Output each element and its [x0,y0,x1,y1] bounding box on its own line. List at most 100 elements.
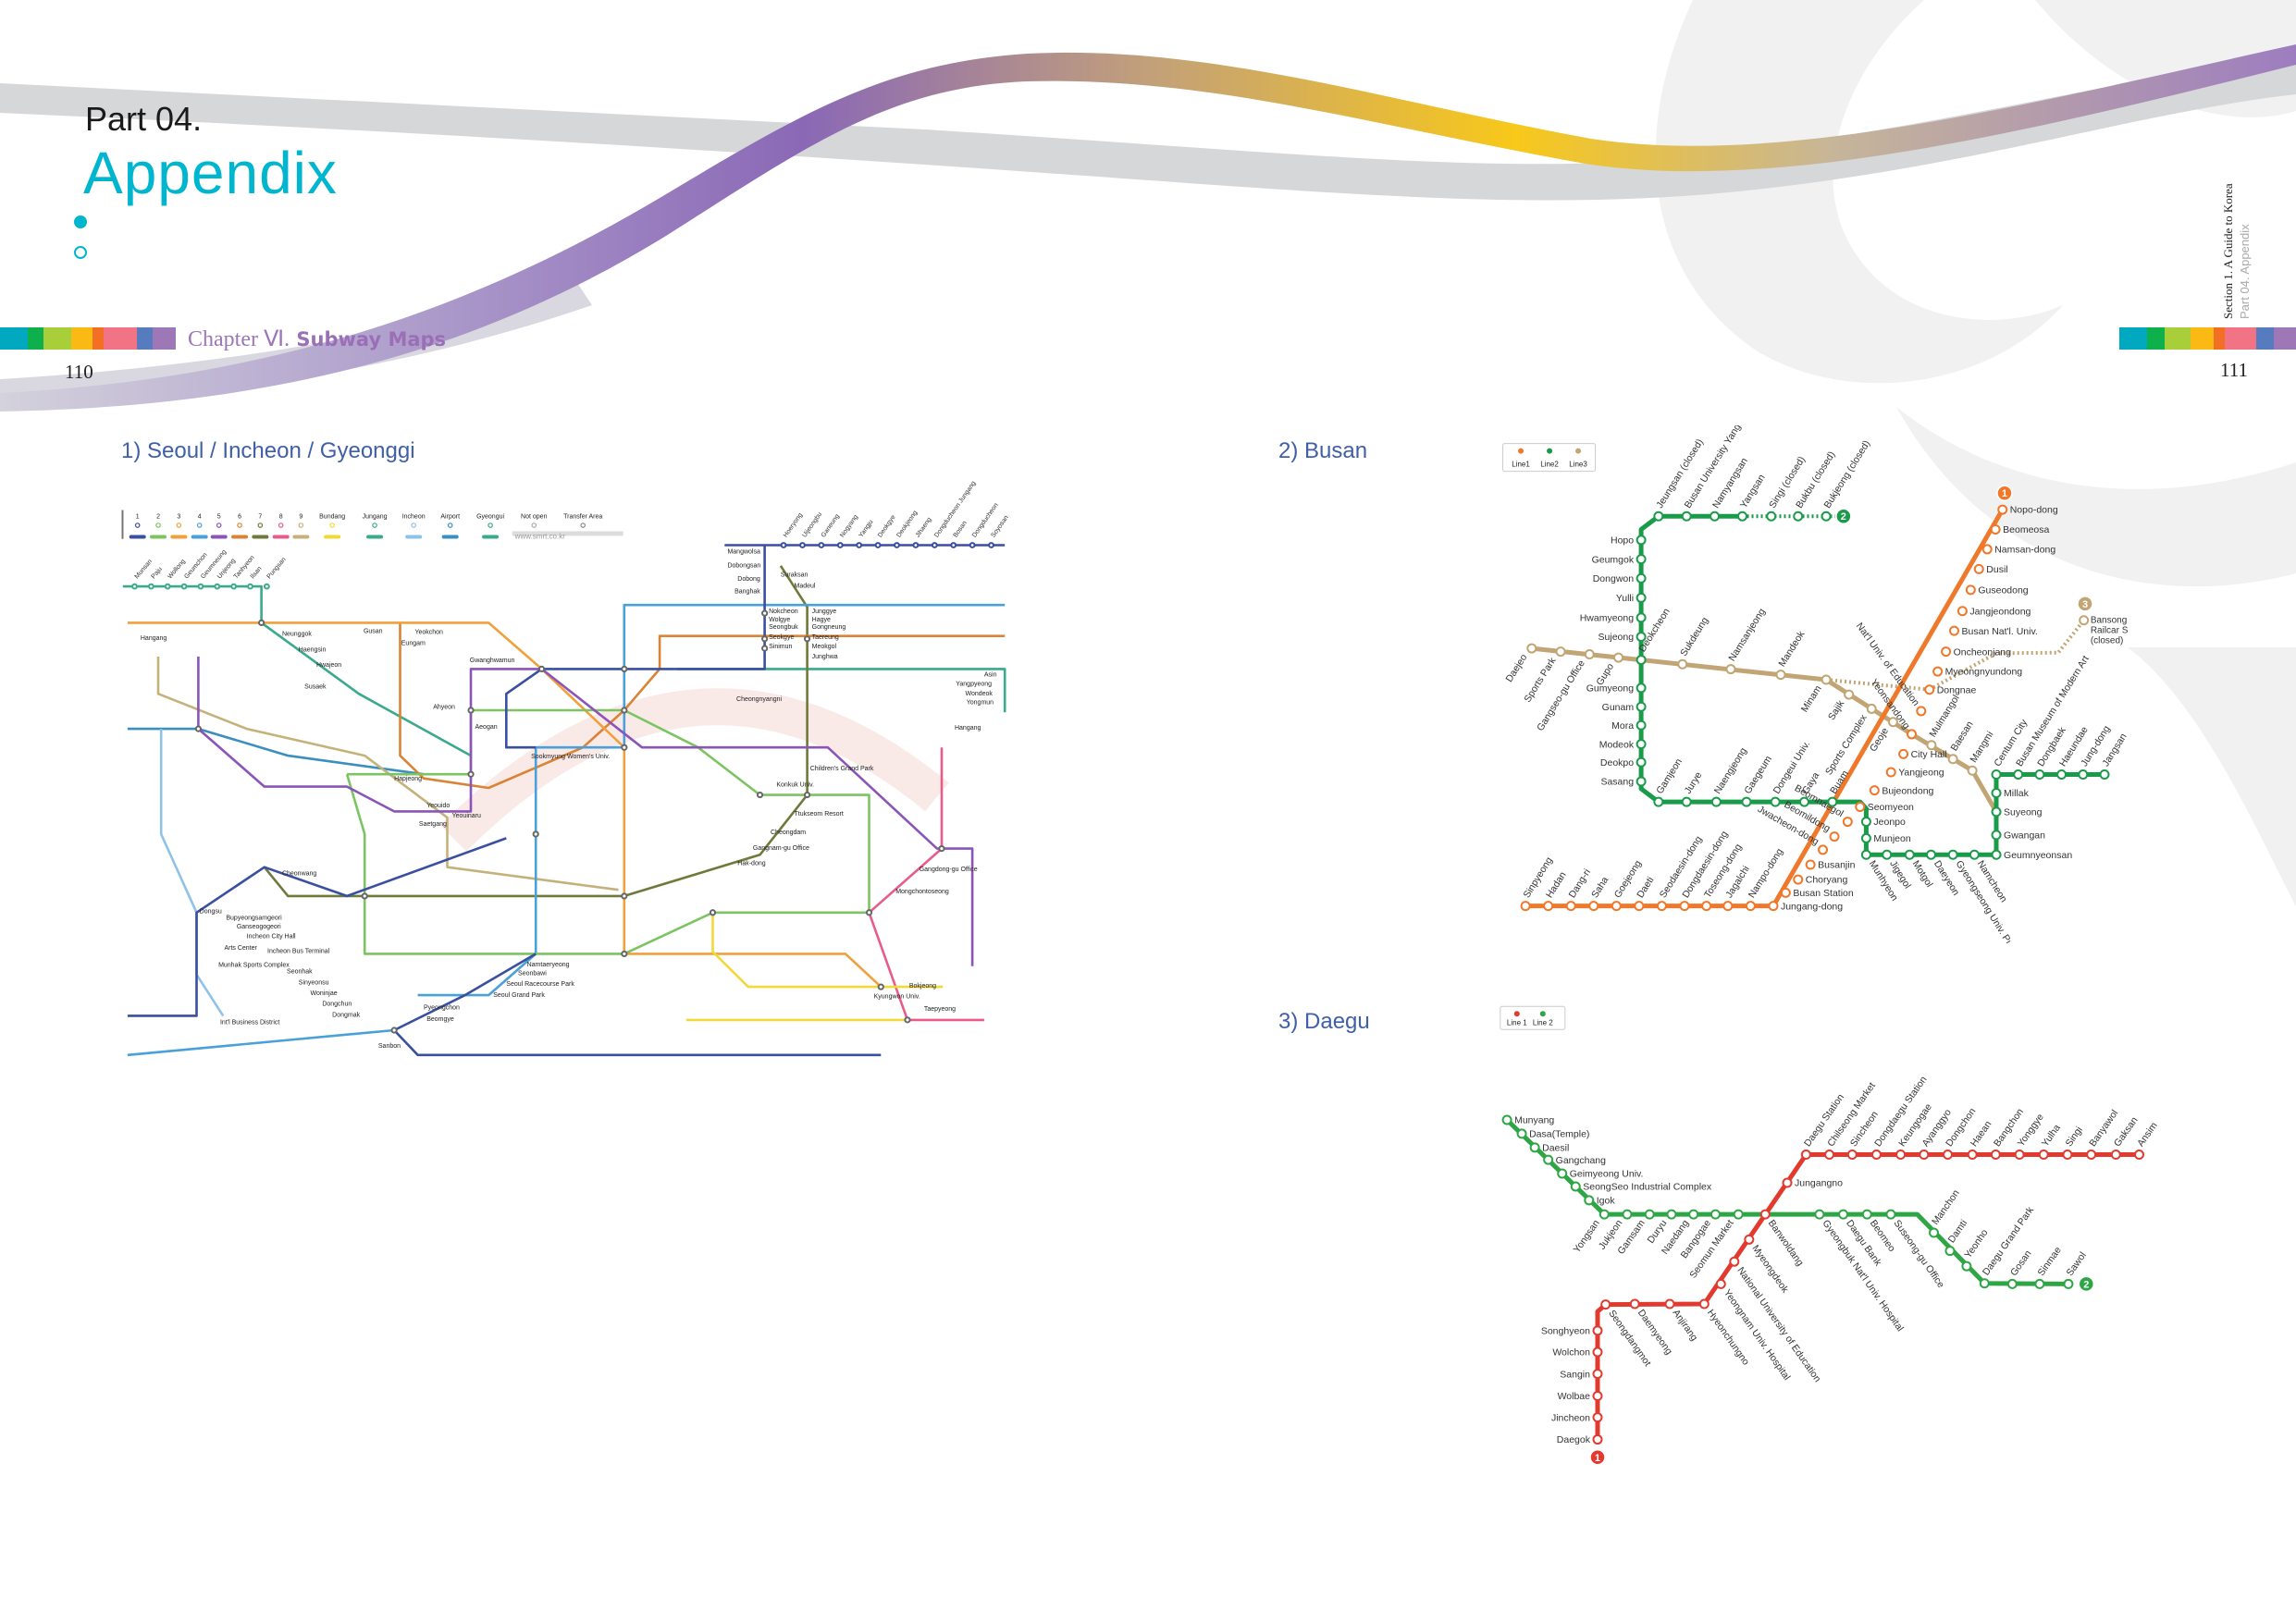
station-label: Munyang [1514,1115,1554,1126]
station-marker [904,1016,911,1024]
station-label: Namsan-dong [1994,545,2055,556]
station-label: Yeokchon [414,629,443,635]
station-marker [1722,901,1734,912]
chapter-prefix: Chapter Ⅵ. [188,327,290,351]
station-label: Anjirang [1671,1308,1700,1344]
legend-label: Line 1 [1507,1018,1527,1027]
station-marker [1636,612,1647,623]
station-label: Gangchang [1556,1155,1606,1166]
station-label: Haean [1969,1119,1994,1149]
station-marker [2134,1149,2144,1160]
station-marker [1957,606,1968,617]
station-marker [2038,1149,2049,1160]
station-marker [1904,849,1915,860]
running-part: Part 04. Appendix [2238,224,2252,319]
legend-marker [447,523,453,528]
station-label: Manchon [1930,1187,1962,1226]
station-marker [1729,1256,1740,1267]
legend-label: Line1 [1512,461,1530,469]
station-label: Hangang [955,725,981,732]
station-label: Jungang-dong [1781,901,1843,912]
station-marker [1981,544,1993,555]
station-marker [1710,510,1721,522]
station-marker [780,542,787,548]
station-label: Hwajeon [316,662,341,669]
station-label: Asin [984,671,997,678]
legend-marker [298,523,304,528]
station-label: Modeok [1599,739,1635,750]
station-marker [1636,632,1647,643]
station-label: Sangin [1560,1369,1590,1380]
station-label: Mulmangol [1927,693,1961,739]
station-marker [1759,1209,1771,1220]
station-marker [621,744,628,751]
station-label: Munjeon [1873,833,1910,844]
route-line [156,657,619,891]
station-marker [1636,776,1647,787]
station-marker [1961,1260,1972,1272]
legend-label: Incheon [402,513,426,520]
station-label: Mongchontoseong [895,889,949,895]
station-label: Jihaeng [915,516,933,538]
station-label: Millak [2004,788,2030,799]
website-bar [512,531,623,536]
route-line [1825,678,1930,692]
station-label: Pungsan [266,557,288,581]
station-label: Soyosan [990,514,1009,538]
legend-label: Gyeongui [476,513,504,520]
chapter-heading: Chapter Ⅵ. Subway Maps [188,326,446,352]
station-label: Paju [151,566,164,580]
station-marker [1991,849,2002,860]
station-label: Seoul Racecourse Park [506,981,574,988]
station-marker [1793,510,1804,522]
station-label: Wondeok [965,691,993,697]
route-line [127,1028,395,1057]
station-marker [761,609,769,617]
station-marker [1656,901,1667,912]
station-label: Dongmak [332,1012,360,1018]
station-marker [1666,1209,1677,1220]
station-label: Beomgye [426,1016,454,1023]
station-label: Mangmi [1969,730,1996,765]
station-marker [1770,796,1781,807]
color-swatch [2213,327,2225,350]
station-label: Jurye [1683,769,1705,795]
station-label: Oncheonjang [1954,646,2012,658]
station-label: Deokpo [1600,757,1634,768]
bullet-filled-icon [74,215,87,228]
station-marker [1636,701,1647,712]
legend-marker [237,523,242,528]
station-label: Suseong-gu Office [1892,1218,1947,1290]
station-marker [1622,1209,1633,1220]
route-line [197,657,974,966]
station-marker [1870,1149,1882,1160]
legend-label: 3 [177,513,180,520]
station-marker [1600,1299,1611,1310]
station-label: Gusan [364,629,383,635]
legend-swatch [292,535,310,539]
station-marker [1636,554,1647,565]
station-label: Baesan [1949,719,1976,754]
station-label: Junghwa [812,654,838,660]
station-marker [1629,1298,1640,1309]
station-marker [1588,901,1599,912]
station-marker [1846,1149,1858,1160]
station-marker [1599,1209,1610,1220]
legend-label: 1 [136,513,140,520]
station-label: Yulha [2040,1123,2063,1150]
station-marker [1991,788,2002,798]
station-marker [1926,849,1936,860]
station-marker [1798,796,1809,807]
legend-marker [134,523,141,528]
station-label: Hangang [141,635,167,642]
station-label: Beomeosa [2003,524,2049,535]
station-marker [1926,740,1937,751]
legend-marker [372,523,377,528]
station-marker [803,635,811,643]
station-label: Namsanjeong [1726,607,1768,663]
station-label: Geimyeong Univ. [1570,1169,1644,1180]
station-marker [1818,844,1829,855]
station-label: Hadan [1544,869,1569,900]
station-marker [1838,1209,1849,1220]
